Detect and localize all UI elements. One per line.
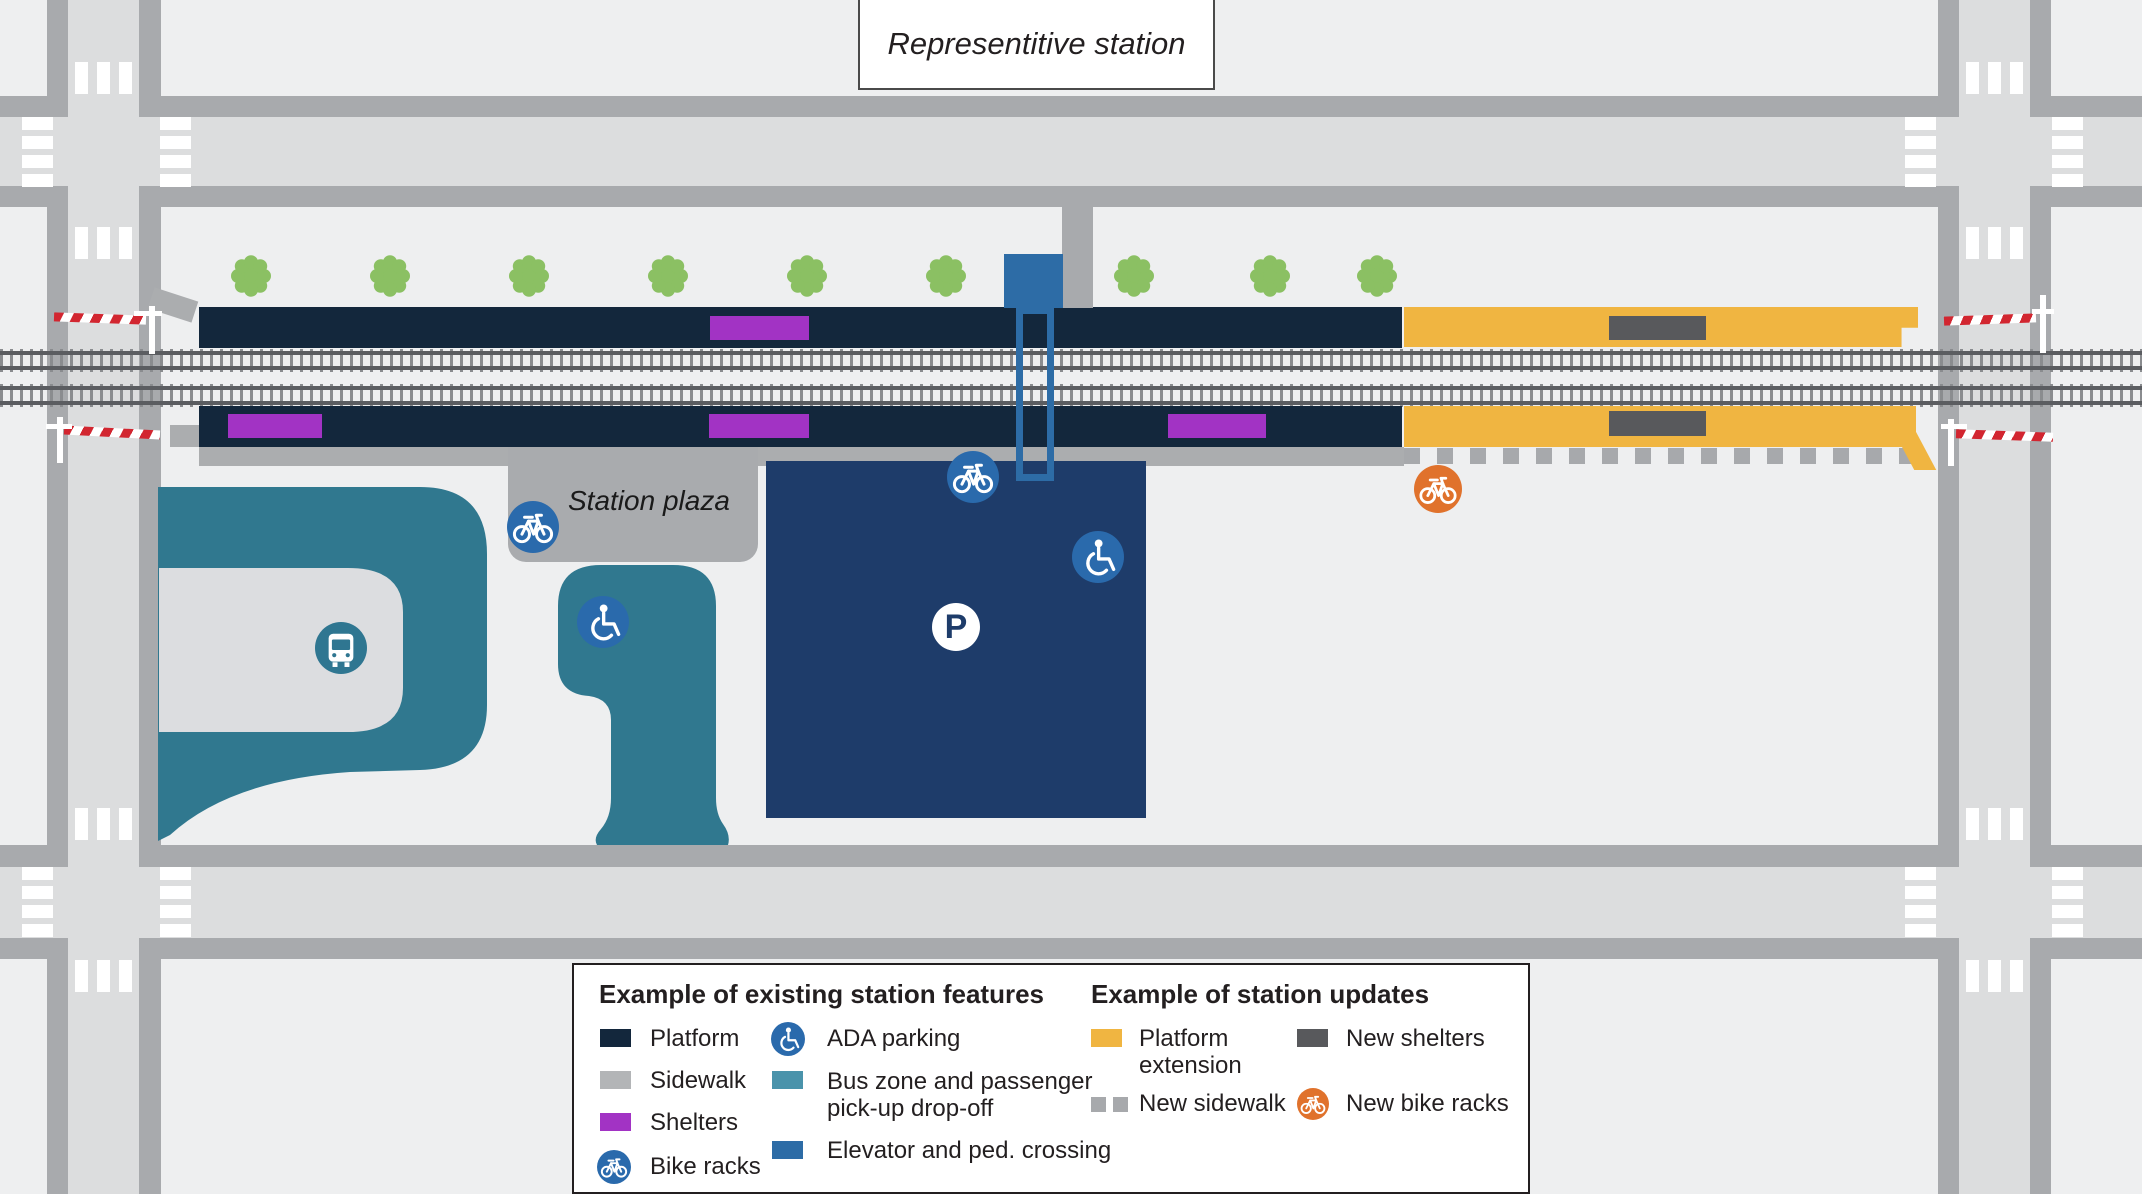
legend-label-bus-zone: Bus zone and passenger pick-up drop-off (827, 1068, 1093, 1122)
crosswalk (22, 867, 53, 937)
new-bike-rack-icon (1414, 465, 1462, 513)
shelter (228, 414, 322, 438)
bottom-road (0, 867, 2142, 938)
legend-swatch-bus-zone (772, 1071, 803, 1089)
crosswalk (2052, 117, 2083, 187)
sidewalk-stub (170, 425, 199, 447)
legend-swatch-shelters (600, 1113, 631, 1131)
new-sidewalk-dashes (1404, 448, 1914, 464)
tree-icon (785, 252, 829, 300)
tree-icon (1248, 252, 1292, 300)
bike-rack-icon (507, 501, 559, 553)
elevator (1004, 254, 1063, 308)
road-border (0, 845, 2142, 867)
crosswalk (1966, 62, 2023, 94)
new-shelter (1609, 316, 1706, 340)
new-shelter (1609, 411, 1706, 436)
legend-heading-updates: Example of station updates (1091, 979, 1430, 1009)
railroad-track (0, 349, 2142, 372)
legend: Example of existing station features Exa… (572, 963, 1530, 1194)
title-box: Representitive station (858, 0, 1215, 90)
crosswalk (75, 62, 132, 94)
crossing-gate-arm (134, 311, 162, 316)
ada-parking-icon (771, 1022, 805, 1056)
crosswalk (75, 960, 132, 992)
legend-label-ada-parking: ADA parking (827, 1025, 961, 1052)
crossing-gate-pole (149, 306, 155, 354)
road-border (0, 938, 2142, 959)
tree-icon (229, 252, 273, 300)
crossing-gate-pole (2040, 295, 2046, 353)
crosswalk (160, 117, 191, 187)
crosswalk (1966, 227, 2023, 259)
tree-icon (1112, 252, 1156, 300)
crossing-gate-arm (1941, 424, 1967, 429)
station-plaza: Station plaza (508, 447, 758, 562)
shelter (1168, 414, 1266, 438)
crosswalk (2052, 867, 2083, 937)
shelter (709, 414, 809, 438)
crossing-gate-pole (1948, 419, 1954, 466)
legend-label-shelters: Shelters (650, 1109, 739, 1136)
tree-icon (368, 252, 412, 300)
legend-label-new-shelters: New shelters (1346, 1025, 1485, 1052)
tree-icon (646, 252, 690, 300)
legend-label-platform: Platform (650, 1025, 740, 1052)
road-border (0, 186, 2142, 207)
left-road (68, 0, 139, 1194)
legend-swatch-elevator (772, 1141, 803, 1159)
legend-heading-existing: Example of existing station features (599, 979, 1045, 1009)
tree-icon (924, 252, 968, 300)
crosswalk (22, 117, 53, 187)
new-bike-rack-icon (1297, 1088, 1329, 1120)
pedestrian-crossing (1016, 307, 1054, 481)
legend-label-elevator: Elevator and ped. crossing (827, 1137, 1112, 1164)
crosswalk (75, 227, 132, 259)
bus-icon (315, 622, 367, 674)
legend-label-sidewalk: Sidewalk (650, 1067, 747, 1094)
crosswalk (75, 808, 132, 840)
ada-parking-icon (1072, 531, 1124, 583)
crosswalk (1905, 867, 1936, 937)
top-road (0, 117, 2142, 186)
tree-icon (1355, 252, 1399, 300)
legend-swatch-sidewalk (600, 1071, 631, 1089)
tree-icon (507, 252, 551, 300)
crossing-gate-pole (57, 417, 63, 463)
ada-parking-icon (577, 596, 629, 648)
crosswalk (160, 867, 191, 937)
legend-swatch-new-shelters (1297, 1029, 1328, 1047)
legend-label-bike-racks: Bike racks (650, 1153, 761, 1180)
station-plaza-label: Station plaza (568, 485, 730, 516)
crosswalk (1966, 808, 2023, 840)
bike-rack-icon (947, 451, 999, 503)
legend-swatch-platform-extension (1091, 1029, 1122, 1047)
legend-swatch-new-sidewalk (1091, 1097, 1129, 1112)
elevator-access-road (1062, 207, 1093, 308)
shelter (710, 316, 809, 340)
railroad-track (0, 384, 2142, 407)
bike-rack-icon (597, 1150, 631, 1184)
legend-label-new-bike-racks: New bike racks (1346, 1090, 1509, 1117)
road-border (0, 96, 2142, 117)
parking-icon: P (932, 603, 980, 651)
diagram-title: Representitive station (887, 26, 1186, 61)
legend-label-new-sidewalk: New sidewalk (1139, 1090, 1286, 1117)
legend-swatch-platform (600, 1029, 631, 1047)
crosswalk (1966, 960, 2023, 992)
legend-label-platform-extension: Platform extension (1139, 1025, 1242, 1079)
right-road (1959, 0, 2030, 1194)
crosswalk (1905, 117, 1936, 187)
